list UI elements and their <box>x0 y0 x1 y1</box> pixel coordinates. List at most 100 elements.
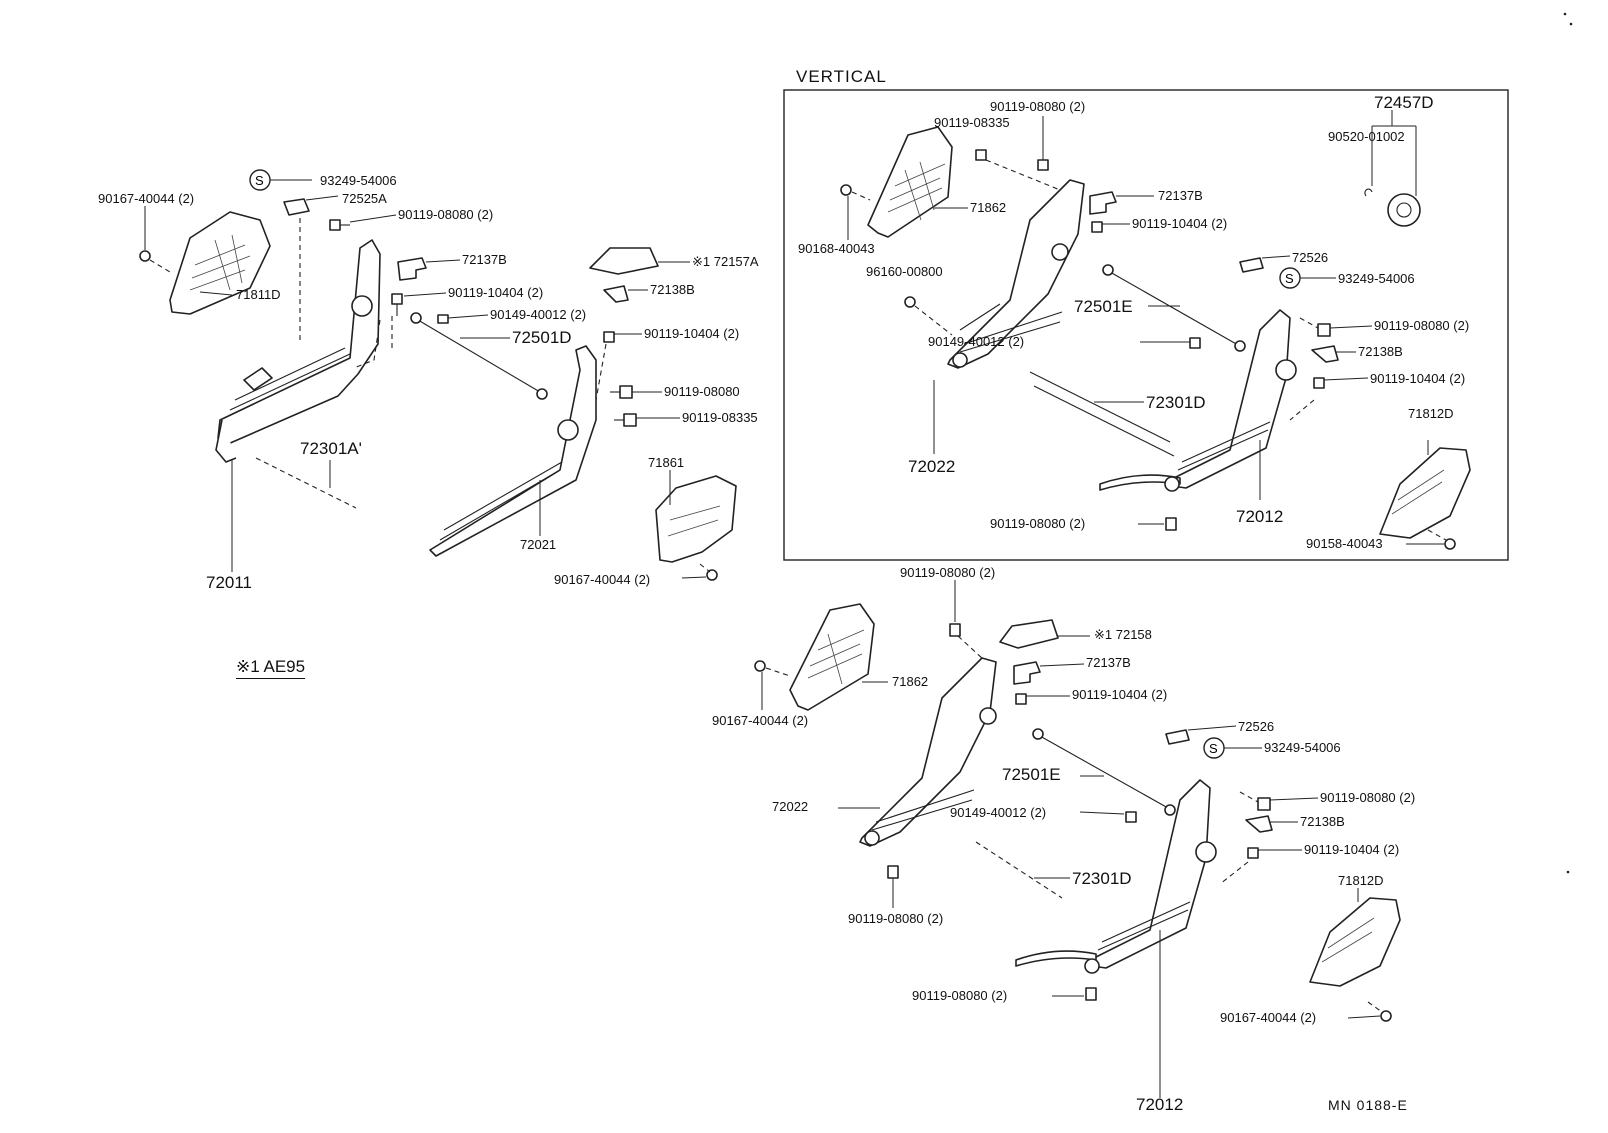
part-72525a-shape <box>283 198 310 216</box>
low-part-72138b-shape <box>1245 815 1273 833</box>
label-v-96160-00800: 96160-00800 <box>866 264 943 279</box>
bolt-90119-08080-v2 <box>1299 317 1331 337</box>
svg-text:S: S <box>1209 741 1218 756</box>
screw-90168-40043 <box>840 184 871 201</box>
label-90167-40044-2-left-bot: 90167-40044 (2) <box>554 572 651 587</box>
label-l-72501e: 72501E <box>1002 765 1061 784</box>
label-90119-10404-2-left-b: 90119-10404 (2) <box>644 326 740 341</box>
label-l-90167-40044-2-r: 90167-40044 (2) <box>1220 1010 1317 1025</box>
label-l-72138b: 72138B <box>1300 814 1345 829</box>
footnote-ae95: ※1 AE95 <box>236 657 306 676</box>
bolt-90119-08080-l1 <box>949 623 985 661</box>
label-90167-40044-2-left-top: 90167-40044 (2) <box>98 191 195 206</box>
bolt-90119-08080-l4 <box>1085 987 1097 1001</box>
label-72011: 72011 <box>206 573 253 592</box>
svg-text:S: S <box>1285 271 1294 286</box>
label-l-90119-08080-2-mid: 90119-08080 (2) <box>848 911 944 926</box>
label-71811d: 71811D <box>236 287 281 302</box>
part-72021-track <box>429 345 597 557</box>
label-v-72501e: 72501E <box>1074 297 1133 316</box>
low-part-72501e-rod <box>1032 728 1176 816</box>
screw-90158-40043 <box>1427 529 1456 550</box>
label-v-71812d: 71812D <box>1408 406 1454 421</box>
part-72137b-left-shape <box>397 257 427 281</box>
label-v-72012: 72012 <box>1236 507 1284 526</box>
label-l-90119-08080-2-bot: 90119-08080 (2) <box>912 988 1008 1003</box>
label-v-72526: 72526 <box>1292 250 1329 265</box>
bolt-90119-10404-v <box>1091 221 1103 233</box>
label-l-72137b: 72137B <box>1086 655 1131 670</box>
low-part-72137b-shape <box>1013 661 1041 685</box>
label-v-72137b: 72137B <box>1158 188 1203 203</box>
label-v-90119-08080-2-top: 90119-08080 (2) <box>990 99 1086 114</box>
part-72157a-shape <box>589 247 659 275</box>
part-72501d-rod <box>410 312 548 400</box>
s-marker-lower: S <box>1203 737 1225 759</box>
vert-part-72301d-wire <box>1029 371 1175 457</box>
label-71861: 71861 <box>648 455 685 470</box>
label-v-72022: 72022 <box>908 457 956 476</box>
part-72138b-left-shape <box>603 285 629 303</box>
screw-90167-40044-left <box>139 250 171 273</box>
label-90119-10404-2-left: 90119-10404 (2) <box>448 285 544 300</box>
label-l-90167-40044-2: 90167-40044 (2) <box>712 713 809 728</box>
bolt-90119-10404-b <box>603 331 615 343</box>
bolt-90119-10404-v2 <box>1289 377 1325 421</box>
label-l-72022: 72022 <box>772 799 809 814</box>
label-l-90119-08080-2-top: 90119-08080 (2) <box>900 565 996 580</box>
label-l-71862: 71862 <box>892 674 929 689</box>
label-v-90520-01002: 90520-01002 <box>1328 129 1405 144</box>
label-v-93249-54006: 93249-54006 <box>1338 271 1415 286</box>
label-72157a: ※1 72157A <box>692 254 759 269</box>
clip-90520-01002 <box>1364 188 1373 197</box>
label-v-72301d: 72301D <box>1146 393 1206 412</box>
s-marker-vertical: S <box>1279 267 1301 289</box>
bolt-90149-40012-l <box>1125 811 1137 823</box>
bolt-90119-10404-left <box>391 293 403 316</box>
label-l-90149-40012-2: 90149-40012 (2) <box>950 805 1047 820</box>
document-code: MN 0188-E <box>1328 1097 1408 1113</box>
bolt-90119-08080-left <box>329 219 350 231</box>
clip-96160-00800 <box>904 296 953 336</box>
bolt-90119-08335-v <box>975 149 1061 191</box>
label-v-90119-08335: 90119-08335 <box>934 115 1010 130</box>
label-v-90149-40012-2: 90149-40012 (2) <box>928 334 1025 349</box>
vertical-section-title: VERTICAL <box>796 67 887 86</box>
label-l-72301d: 72301D <box>1072 869 1132 888</box>
bolt-90119-08335 <box>614 413 637 427</box>
svg-text:S: S <box>255 173 264 188</box>
part-72301a-wire <box>255 457 357 509</box>
bolt-90149-40012-v <box>1189 337 1201 349</box>
vert-part-72501e-rod <box>1102 264 1246 352</box>
s-marker-left: S <box>249 169 271 191</box>
label-v-72457d: 72457D <box>1374 93 1434 112</box>
label-l-90119-10404-2-r: 90119-10404 (2) <box>1304 842 1400 857</box>
bolt-90119-10404-l <box>1015 693 1027 705</box>
vertical-frame <box>783 89 1509 561</box>
vert-part-72137b-shape <box>1089 191 1117 215</box>
label-v-90158-40043: 90158-40043 <box>1306 536 1383 551</box>
vert-part-72457d-knob <box>1387 193 1421 227</box>
label-v-90119-08080-2-bot: 90119-08080 (2) <box>990 516 1086 531</box>
label-v-72138b: 72138B <box>1358 344 1403 359</box>
vert-part-71862-shape <box>867 126 953 238</box>
bolt-90119-08080-v <box>1037 159 1049 171</box>
label-l-90119-10404-2: 90119-10404 (2) <box>1072 687 1168 702</box>
label-90149-40012-2-left: 90149-40012 (2) <box>490 307 587 322</box>
label-v-71862: 71862 <box>970 200 1007 215</box>
screw-90167-40044-r <box>1367 1001 1392 1022</box>
label-l-93249-54006: 93249-54006 <box>1264 740 1341 755</box>
label-l-71812d: 71812D <box>1338 873 1384 888</box>
label-90119-08080-left: 90119-08080 <box>664 384 740 399</box>
label-v-90119-10404-2: 90119-10404 (2) <box>1132 216 1228 231</box>
label-72137b-left: 72137B <box>462 252 507 267</box>
label-l-72012: 72012 <box>1136 1095 1184 1114</box>
label-l-72526: 72526 <box>1238 719 1275 734</box>
label-93249-54006-left: 93249-54006 <box>320 173 397 188</box>
label-l-90119-08080-2-r: 90119-08080 (2) <box>1320 790 1416 805</box>
screw-90167-40044-l <box>754 660 791 677</box>
label-72301a: 72301A' <box>300 439 362 458</box>
label-v-90119-08080-2-r: 90119-08080 (2) <box>1374 318 1470 333</box>
label-v-90168-40043: 90168-40043 <box>798 241 875 256</box>
